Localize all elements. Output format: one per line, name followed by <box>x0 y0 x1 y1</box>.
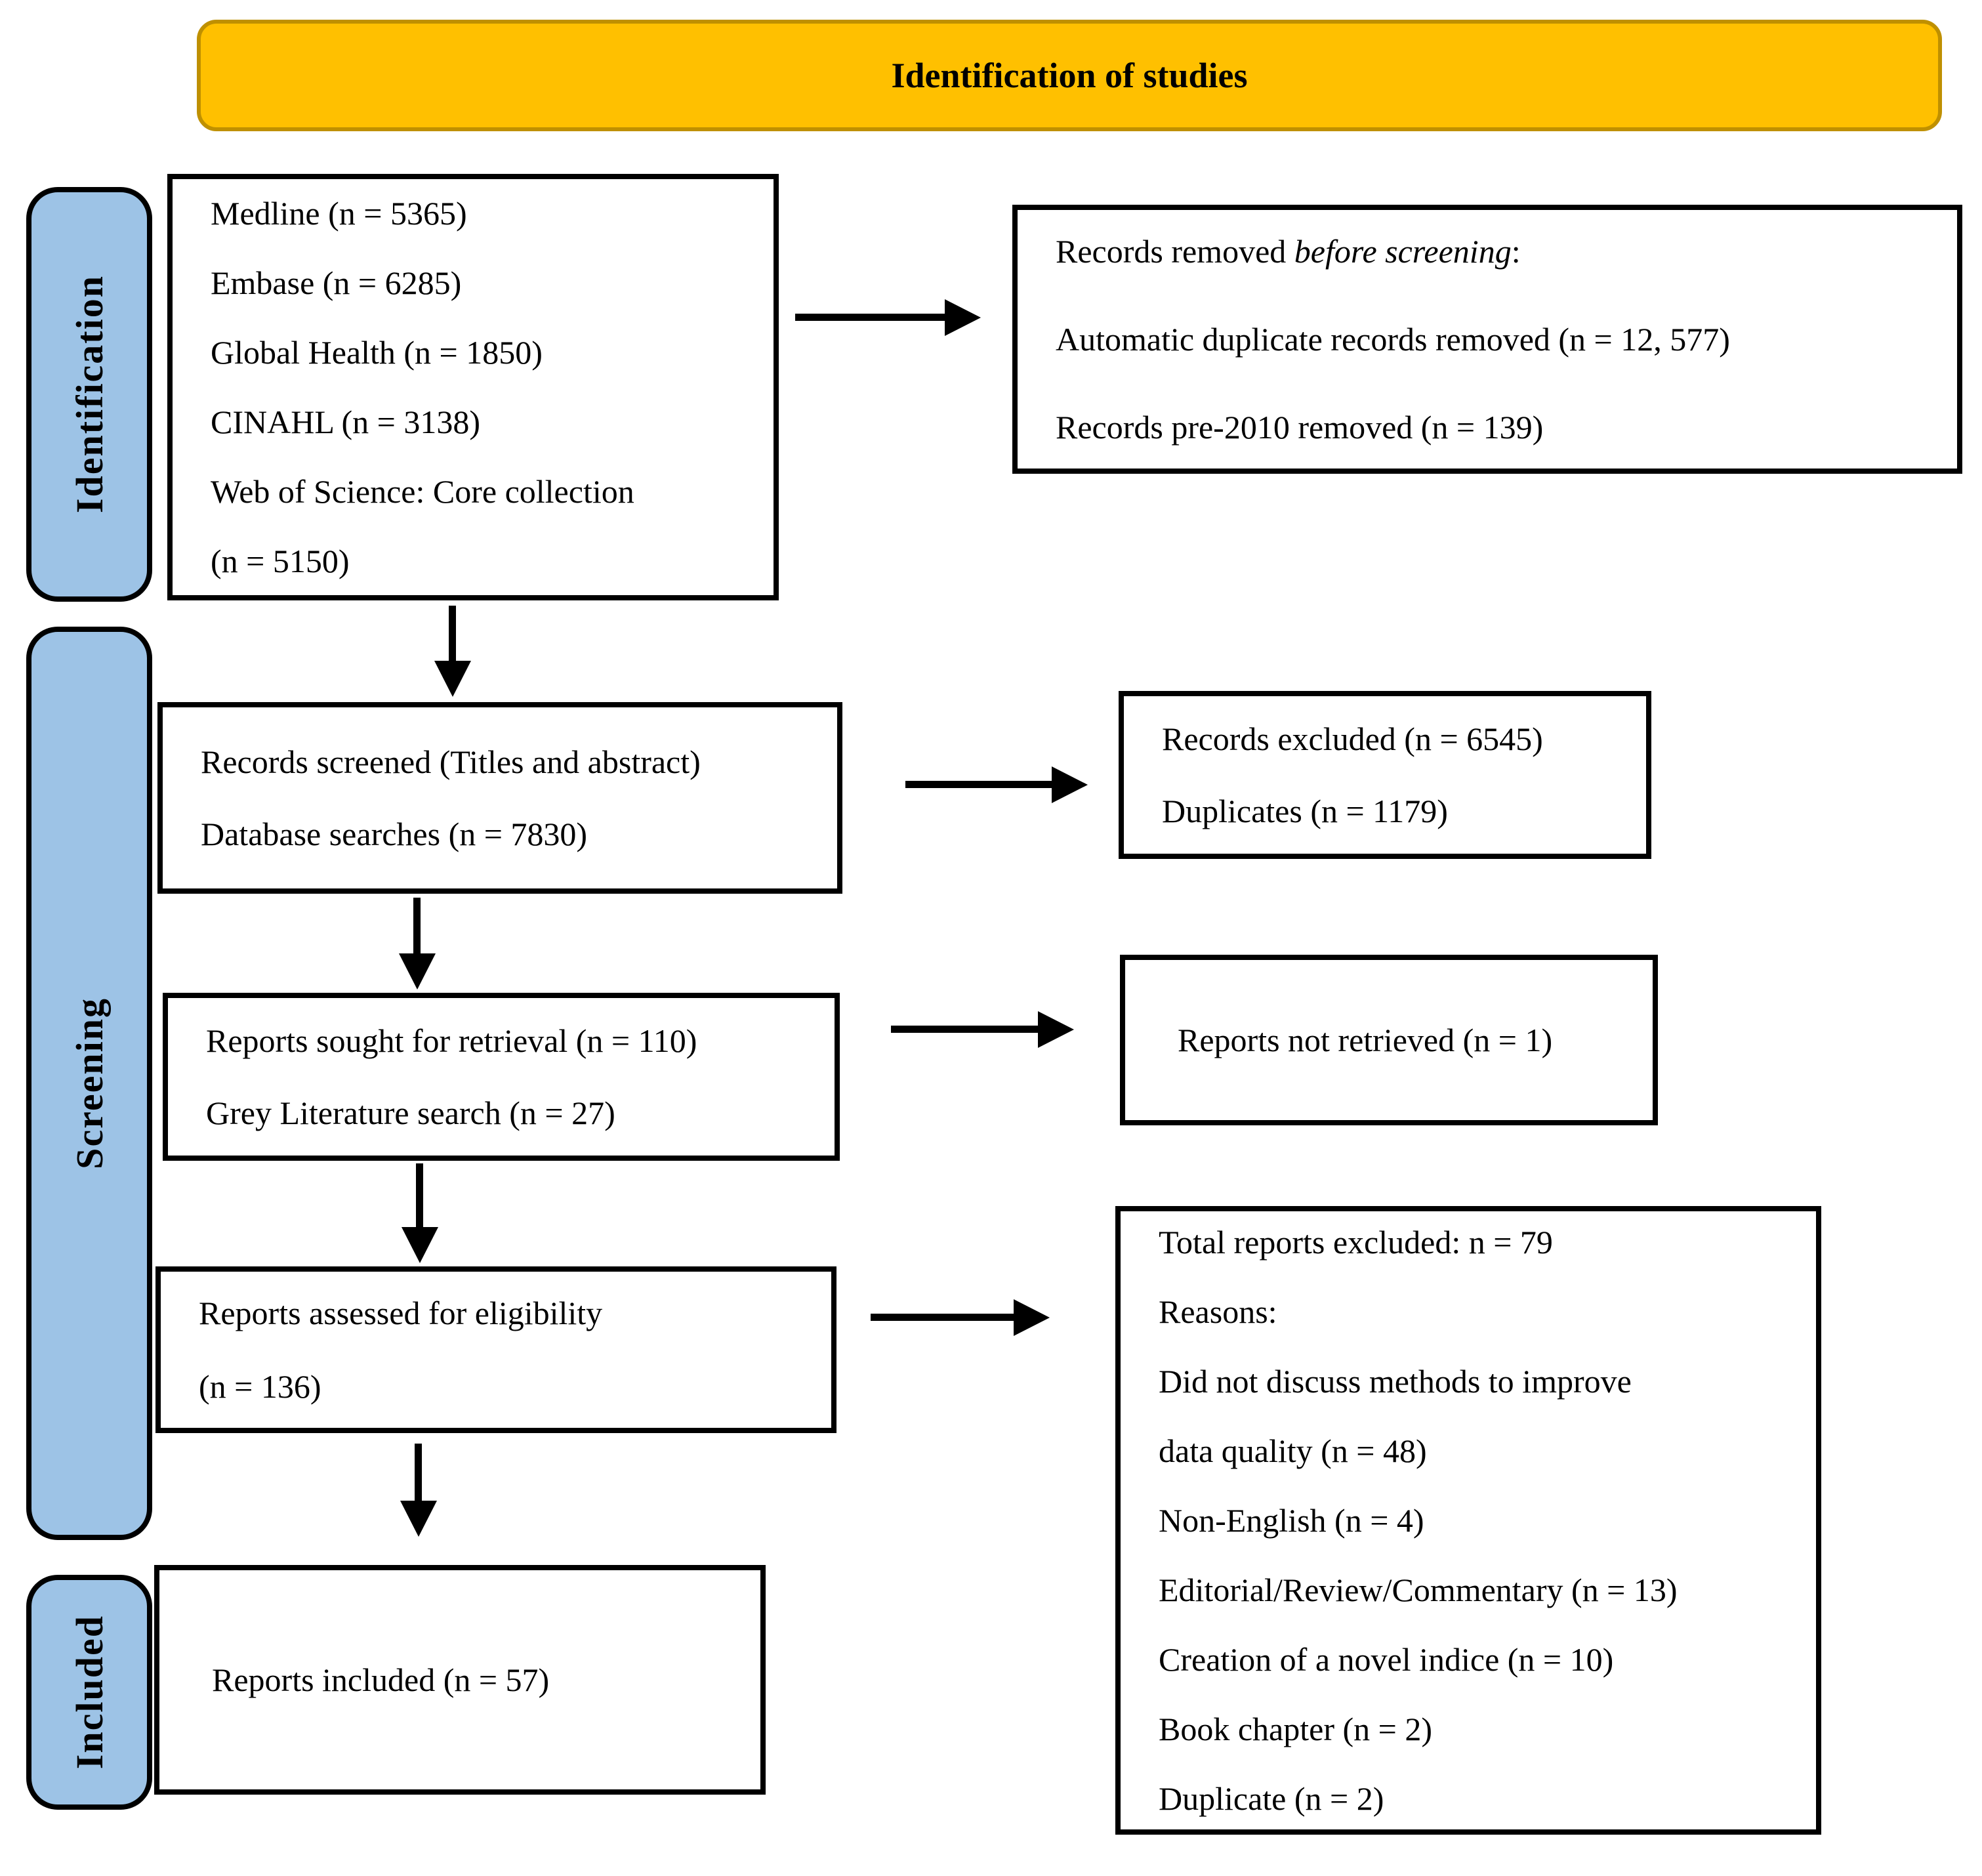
reason-methods-2: data quality (n = 48) <box>1159 1432 1427 1469</box>
arrow-assessed-to-excluded-reasons <box>871 1314 1014 1321</box>
reason-editorial: Editorial/Review/Commentary (n = 13) <box>1159 1572 1678 1608</box>
source-medline: Medline (n = 5365) <box>211 195 467 232</box>
arrow-sources-to-records-screened <box>449 606 456 661</box>
records-removed-heading-colon: : <box>1511 233 1521 270</box>
stage-label-identification-text: Identification <box>68 275 111 514</box>
stage-label-screening-text: Screening <box>68 997 111 1169</box>
source-global-health: Global Health (n = 1850) <box>211 334 543 371</box>
stage-label-screening: Screening <box>26 627 152 1540</box>
arrow-sources-to-records-removed <box>795 314 945 321</box>
box-database-sources: Medline (n = 5365) Embase (n = 6285) Glo… <box>167 174 779 600</box>
records-removed-heading: Records removed before screening: <box>1018 207 1957 295</box>
box-records-removed-before-screening: Records removed before screening: Automa… <box>1012 205 1962 474</box>
source-web-of-science: Web of Science: Core collection <box>211 473 634 510</box>
reason-non-english: Non-English (n = 4) <box>1159 1502 1424 1539</box>
records-removed-heading-normal: Records removed <box>1056 233 1294 270</box>
reason-novel-indice: Creation of a novel indice (n = 10) <box>1159 1641 1614 1678</box>
records-excluded-line: Records excluded (n = 6545) <box>1162 720 1543 757</box>
stage-label-included-text: Included <box>68 1615 111 1770</box>
reports-included-line: Reports included (n = 57) <box>212 1661 550 1698</box>
arrow-screened-to-records-excluded <box>905 781 1052 788</box>
arrow-assessed-to-reports-included <box>415 1444 422 1501</box>
reasons-heading: Reasons: <box>1159 1293 1277 1330</box>
box-reports-excluded-reasons: Total reports excluded: n = 79 Reasons: … <box>1115 1206 1821 1835</box>
source-cinahl: CINAHL (n = 3138) <box>211 404 481 440</box>
reason-book-chapter: Book chapter (n = 2) <box>1159 1711 1432 1747</box>
records-removed-heading-italic: before screening <box>1294 233 1512 270</box>
database-searches-line: Database searches (n = 7830) <box>201 816 588 852</box>
banner-identification-of-studies: Identification of studies <box>197 20 1942 131</box>
banner-label: Identification of studies <box>891 56 1248 95</box>
records-screened-line: Records screened (Titles and abstract) <box>201 743 701 780</box>
arrow-sought-to-reports-assessed <box>416 1163 423 1227</box>
box-records-excluded: Records excluded (n = 6545) Duplicates (… <box>1119 691 1651 859</box>
stage-label-identification: Identification <box>26 187 152 602</box>
reason-duplicate: Duplicate (n = 2) <box>1159 1780 1384 1817</box>
records-removed-pre2010: Records pre-2010 removed (n = 139) <box>1056 409 1544 446</box>
stage-label-included: Included <box>26 1575 152 1810</box>
records-removed-duplicates: Automatic duplicate records removed (n =… <box>1056 321 1730 358</box>
arrow-sought-to-not-retrieved <box>891 1026 1038 1033</box>
grey-literature-line: Grey Literature search (n = 27) <box>206 1094 615 1131</box>
reports-sought-line: Reports sought for retrieval (n = 110) <box>206 1022 697 1059</box>
box-reports-assessed: Reports assessed for eligibility (n = 13… <box>155 1266 836 1433</box>
arrow-screened-to-reports-sought <box>413 898 421 953</box>
reports-assessed-count: (n = 136) <box>199 1368 321 1405</box>
box-reports-not-retrieved: Reports not retrieved (n = 1) <box>1120 955 1658 1125</box>
total-reports-excluded: Total reports excluded: n = 79 <box>1159 1224 1553 1261</box>
records-excluded-duplicates-line: Duplicates (n = 1179) <box>1162 793 1448 829</box>
reports-assessed-line: Reports assessed for eligibility <box>199 1295 603 1331</box>
box-records-screened: Records screened (Titles and abstract) D… <box>157 702 842 894</box>
source-embase: Embase (n = 6285) <box>211 264 462 301</box>
box-reports-included: Reports included (n = 57) <box>154 1565 766 1795</box>
source-web-of-science-count: (n = 5150) <box>211 543 350 579</box>
reports-not-retrieved-line: Reports not retrieved (n = 1) <box>1178 1022 1553 1058</box>
box-reports-sought: Reports sought for retrieval (n = 110) G… <box>163 993 840 1161</box>
reason-methods-1: Did not discuss methods to improve <box>1159 1363 1632 1400</box>
